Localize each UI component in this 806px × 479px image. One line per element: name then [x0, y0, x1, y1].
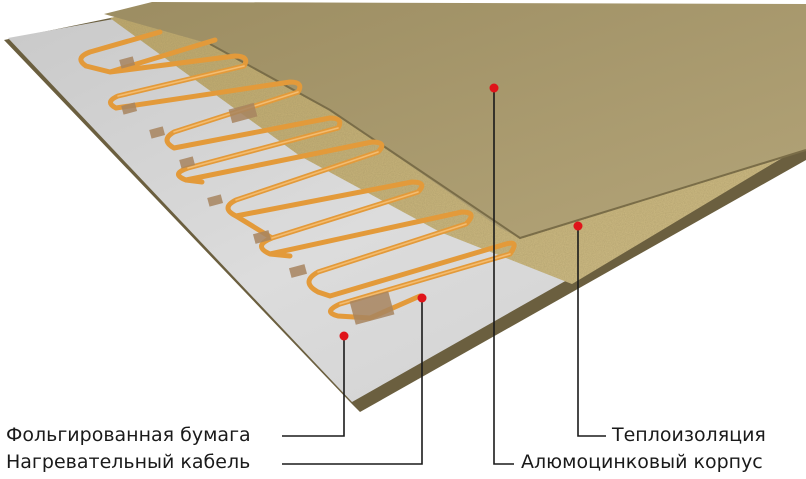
- alu-zinc-case-layer: [104, 2, 806, 238]
- label-heating-cable: Нагревательный кабель: [6, 451, 251, 473]
- label-insulation: Теплоизоляция: [612, 424, 766, 446]
- leader-foil: [282, 336, 345, 437]
- label-foil-paper: Фольгированная бумага: [6, 424, 251, 446]
- marker-insulation: [573, 221, 583, 231]
- marker-foil: [339, 331, 349, 341]
- leader-cable: [282, 298, 423, 465]
- leader-insulation: [577, 226, 606, 437]
- leader-lines: [282, 88, 606, 465]
- cable-tapes: [119, 56, 395, 325]
- leader-case: [493, 88, 514, 465]
- label-alu-zinc-case: Алюмоцинковый корпус: [521, 451, 763, 473]
- callout-markers: [339, 83, 583, 341]
- marker-case: [489, 83, 499, 93]
- case-edge-highlight: [209, 43, 806, 240]
- marker-cable: [417, 293, 427, 303]
